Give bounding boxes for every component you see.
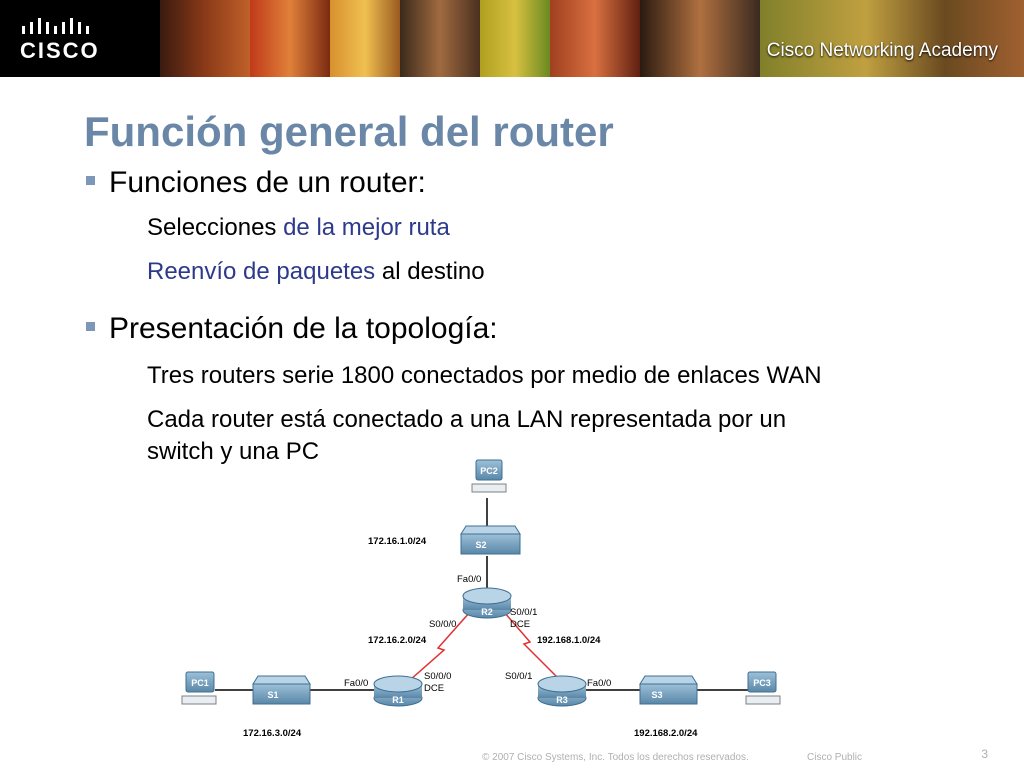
bullet-text: Funciones de un router: — [109, 166, 426, 199]
interface-label: DCE — [510, 619, 530, 630]
interface-label: S0/0/0 — [429, 619, 456, 630]
pc3-label: PC3 — [753, 678, 771, 688]
r1-device: R1 — [373, 675, 423, 707]
banner-photo — [550, 0, 640, 77]
interface-label: DCE — [424, 683, 444, 694]
footer-copyright: © 2007 Cisco Systems, Inc. Todos los der… — [482, 752, 749, 763]
banner-photo — [160, 0, 250, 77]
banner-photo — [640, 0, 760, 77]
pc2-label: PC2 — [480, 466, 498, 476]
wan-link-r2-r3 — [503, 611, 561, 681]
sub-text: Selecciones — [147, 214, 284, 241]
r3-label: R3 — [556, 695, 568, 705]
interface-label: Fa0/0 — [587, 678, 611, 689]
r2-label: R2 — [481, 607, 493, 617]
academy-name: Cisco Networking Academy — [766, 40, 998, 61]
r3-device: R3 — [537, 675, 587, 707]
banner-photo — [400, 0, 480, 77]
banner-photo — [760, 0, 1024, 77]
bullet-text: Presentación de la topología: — [109, 312, 498, 345]
sub-item: Tres routers serie 1800 conectados por m… — [147, 362, 822, 389]
sub-item: Selecciones de la mejor ruta — [147, 214, 450, 242]
topology-labels: 172.16.1.0/24 Fa0/0 S0/0/0 S0/0/1 DCE 17… — [243, 536, 698, 739]
sub-highlight: de la mejor ruta — [283, 214, 450, 241]
banner-photo — [250, 0, 330, 77]
page-number: 3 — [981, 747, 988, 761]
cisco-logo-text: CISCO — [20, 38, 100, 63]
cisco-bars-icon — [22, 18, 89, 34]
network-label: 172.16.1.0/24 — [368, 536, 427, 547]
interface-label: S0/0/0 — [424, 671, 451, 682]
sub-item: Reenvío de paquetes al destino — [147, 258, 485, 286]
interface-label: S0/0/1 — [510, 607, 537, 618]
footer-classification: Cisco Public — [807, 752, 863, 763]
pc1-label: PC1 — [191, 678, 209, 688]
pc3-device: PC3 — [745, 671, 781, 705]
header-banner: CISCO Cisco Networking Academy — [0, 0, 1024, 77]
s2-device: S2 — [460, 525, 521, 555]
network-label: 192.168.2.0/24 — [634, 728, 698, 739]
s1-label: S1 — [267, 690, 278, 700]
banner-photo — [330, 0, 400, 77]
slide-title: Función general del router — [84, 108, 614, 155]
network-label: 172.16.2.0/24 — [368, 635, 427, 646]
cisco-logo: CISCO — [0, 0, 160, 77]
pc1-device: PC1 — [181, 671, 217, 705]
sub-text: al destino — [375, 258, 485, 285]
sub-highlight: Reenvío de paquetes — [147, 258, 376, 285]
interface-label: Fa0/0 — [457, 574, 481, 585]
bullet-square-icon — [86, 321, 95, 331]
s2-label: S2 — [475, 540, 486, 550]
network-label: 172.16.3.0/24 — [243, 728, 302, 739]
network-label: 192.168.1.0/24 — [537, 635, 601, 646]
s3-device: S3 — [639, 675, 698, 705]
bullet-square-icon — [86, 175, 95, 185]
sub-item: switch y una PC — [147, 438, 320, 465]
interface-label: Fa0/0 — [344, 678, 368, 689]
wan-link-r2-r1 — [409, 611, 471, 681]
s1-device: S1 — [252, 675, 311, 705]
bullet-item: Funciones de un router: — [86, 166, 426, 200]
interface-label: S0/0/1 — [505, 671, 532, 682]
r2-device: R2 — [462, 587, 512, 619]
banner-photo — [480, 0, 550, 77]
s3-label: S3 — [651, 690, 662, 700]
r1-label: R1 — [392, 695, 404, 705]
pc2-device: PC2 — [471, 459, 507, 493]
sub-item: Cada router está conectado a una LAN rep… — [147, 406, 787, 433]
bullet-item: Presentación de la topología: — [86, 312, 498, 346]
